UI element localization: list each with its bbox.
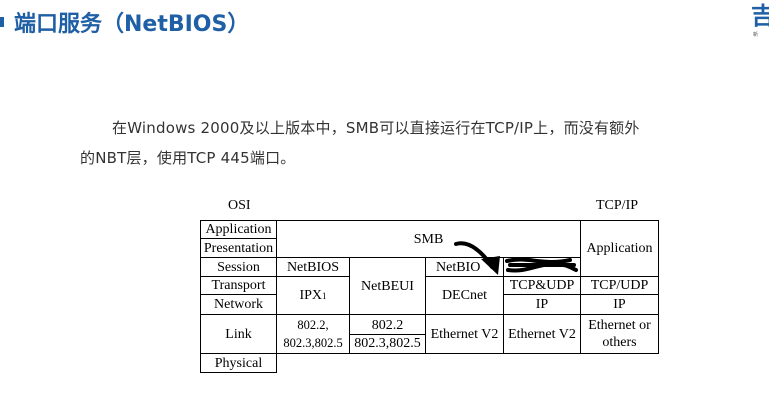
- link-8023-b: 802.3,802.5: [354, 336, 421, 351]
- ethernet-or-label: Ethernet or: [588, 318, 651, 333]
- ethernet-or-others-cell: Ethernet or others: [580, 314, 659, 354]
- ip-cell-a: IP: [503, 294, 581, 315]
- link-8023-a: 802.3,802.5: [283, 336, 343, 350]
- osi-network: Network: [200, 294, 277, 315]
- tcp-udp-slash-cell: TCP/UDP: [580, 276, 659, 295]
- netbeui-cell: NetBEUI: [349, 257, 426, 315]
- page-title: 端口服务（NetBIOS）: [14, 12, 250, 37]
- title-bullet: [0, 17, 4, 27]
- body-paragraph: 在Windows 2000及以上版本中，SMB可以直接运行在TCP/IP上，而没…: [80, 113, 760, 173]
- ip-cell-b: IP: [580, 294, 659, 315]
- netbios-decnet-cell: NetBIO: [425, 257, 504, 277]
- osi-header: OSI: [228, 198, 251, 213]
- header-bar: 端口服务（NetBIOS） 吉 新: [0, 0, 769, 44]
- osi-link: Link: [200, 314, 277, 354]
- tcp-udp-amp-cell: TCP&UDP: [503, 276, 581, 295]
- body-line-1: 在Windows 2000及以上版本中，SMB可以直接运行在TCP/IP上，而没…: [112, 119, 640, 137]
- netbios-cell: NetBIOS: [276, 257, 350, 277]
- tcpip-application: Application: [580, 220, 659, 277]
- link-8022-a: 802.2,: [297, 318, 329, 332]
- link-8022-cell-b: 802.2 802.3,802.5: [349, 314, 426, 354]
- smb-cell: SMB: [276, 220, 581, 258]
- link-8022-b: 802.2: [350, 317, 425, 335]
- body-line-2: 的NBT层，使用TCP 445端口。: [80, 149, 296, 167]
- osi-application: Application: [200, 220, 277, 239]
- logo: 吉 新: [751, 0, 769, 40]
- ipx-label: IPX: [299, 288, 323, 303]
- logo-caption: 新: [753, 32, 759, 38]
- ethernet-v2-cell-a: Ethernet V2: [425, 314, 504, 354]
- ethernet-v2-cell-b: Ethernet V2: [503, 314, 581, 354]
- osi-presentation: Presentation: [200, 238, 277, 258]
- crossed-out-cell: [503, 257, 581, 277]
- decnet-cell: DECnet: [425, 276, 504, 315]
- osi-session: Session: [200, 257, 277, 277]
- link-8022-cell-a: 802.2, 802.3,802.5: [276, 314, 350, 354]
- osi-transport: Transport: [200, 276, 277, 295]
- protocol-stack-diagram: OSI TCP/IP Application Presentation Sess…: [198, 194, 678, 384]
- others-label: others: [602, 335, 637, 350]
- tcpip-header: TCP/IP: [596, 198, 639, 213]
- logo-mark: 吉: [751, 2, 769, 30]
- osi-physical: Physical: [200, 353, 277, 373]
